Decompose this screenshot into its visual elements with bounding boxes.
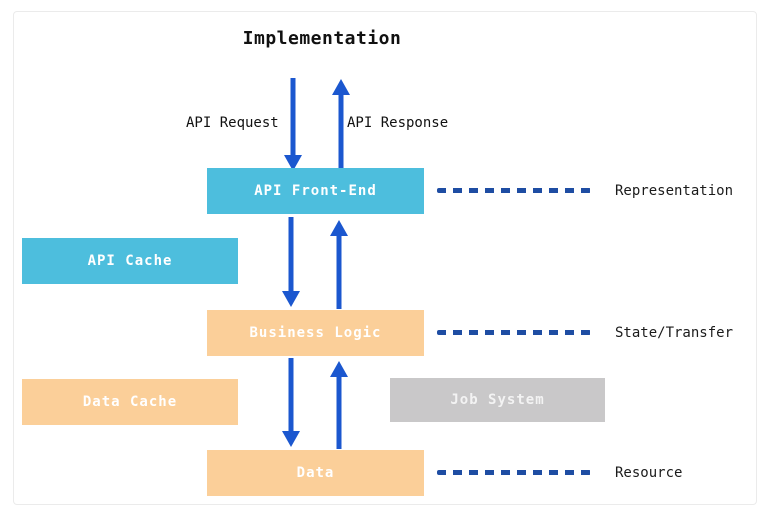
dashed-connector-representation [437, 188, 591, 193]
dashed-connector-state-transfer [437, 330, 591, 335]
box-api-cache-label: API Cache [87, 253, 173, 269]
box-data-cache: Data Cache [22, 379, 238, 425]
box-job-system: Job System [390, 378, 605, 422]
box-api-cache: API Cache [22, 238, 238, 284]
box-data-label: Data [296, 465, 335, 481]
api-request-label: API Request [186, 115, 279, 131]
diagram-title: Implementation [242, 28, 402, 49]
box-data-cache-label: Data Cache [82, 394, 178, 410]
box-business-logic: Business Logic [207, 310, 424, 356]
layer-label-state-transfer: State/Transfer [615, 325, 734, 341]
box-api-front-end: API Front-End [207, 168, 424, 214]
box-api-front-end-label: API Front-End [254, 183, 377, 199]
dashed-connector-resource [437, 470, 591, 475]
box-data: Data [207, 450, 424, 496]
api-response-label: API Response [347, 115, 449, 131]
layer-label-representation: Representation [615, 183, 734, 199]
box-business-logic-label: Business Logic [249, 325, 382, 341]
box-job-system-label: Job System [450, 392, 545, 408]
layer-label-resource: Resource [615, 465, 683, 481]
